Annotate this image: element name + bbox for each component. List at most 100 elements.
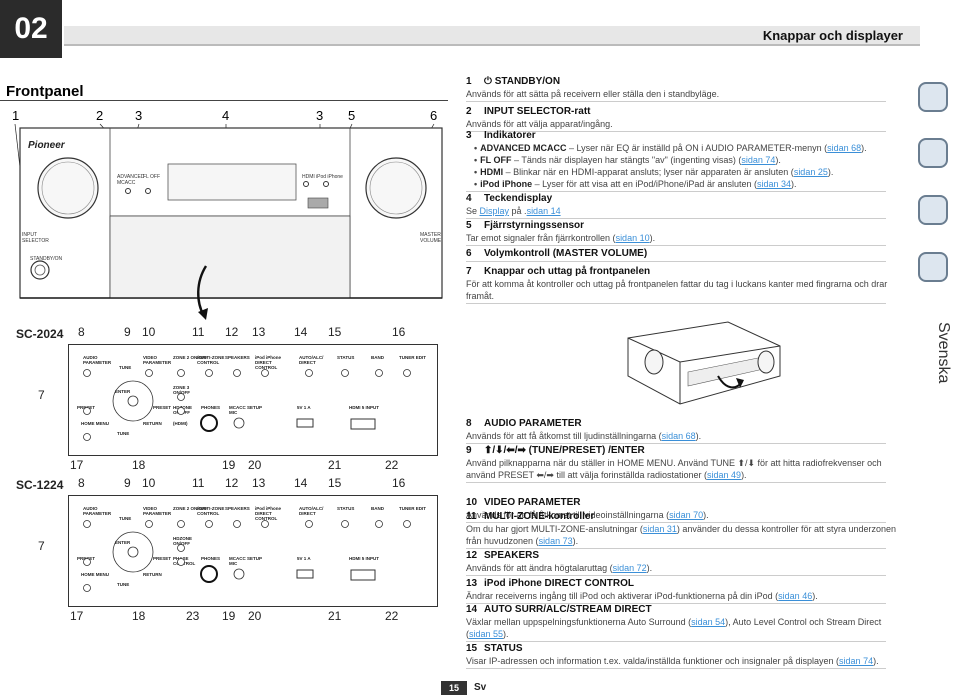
item-number: 8 (466, 418, 472, 429)
text-part: Växlar mellan uppspelningsfunktionerna A… (466, 617, 692, 627)
text-part: ). (827, 167, 834, 177)
panel-callout-bottom: 22 (385, 609, 399, 623)
panel-label: ENTER (115, 540, 131, 545)
panel-callout-bottom: 19 (222, 458, 236, 472)
callout-3b: 3 (316, 108, 324, 123)
panel-label: (HDMI) (173, 421, 188, 426)
page-link[interactable]: sidan 10 (615, 233, 650, 243)
header-rule (64, 44, 920, 46)
item-rule (466, 522, 886, 523)
panel-button (83, 433, 91, 441)
panel-button (375, 369, 383, 377)
item-rule (466, 303, 886, 304)
page-link[interactable]: sidan 73 (538, 536, 573, 546)
page-language: Sv (474, 682, 487, 693)
page-link[interactable]: sidan 68 (661, 431, 696, 441)
panel-callout-bottom: 18 (132, 609, 146, 623)
model-label: SC-1224 (16, 478, 64, 492)
panel-callout-bottom: 22 (385, 458, 399, 472)
bullet-dot: • (474, 155, 478, 165)
callout-1: 1 (12, 108, 20, 123)
panel-callout: 15 (328, 476, 342, 490)
label-floff: FL OFF (143, 174, 161, 180)
item-title: ⬆/⬇/⬅/➡ (TUNE/PRESET) /ENTER (484, 445, 645, 456)
panel-button (145, 369, 153, 377)
callout-3: 3 (135, 108, 143, 123)
item-number: 15 (466, 643, 478, 654)
glossary-icon (918, 252, 948, 282)
page-link[interactable]: sidan 70 (669, 510, 704, 520)
panel-callout: 14 (294, 476, 308, 490)
page-link[interactable]: Display (479, 206, 510, 216)
panel-callout: 16 (392, 476, 406, 490)
item-rule (466, 668, 886, 669)
item-rule (466, 548, 886, 549)
panel-label: MCACC SETUP MIC (229, 405, 262, 415)
usb-port (296, 569, 314, 579)
panel-label: PRESET (153, 556, 172, 561)
page-link[interactable]: sidan 34 (756, 179, 791, 189)
panel-button (403, 520, 411, 528)
label-master-volume: MASTER VOLUME (420, 232, 442, 244)
item-text: För att komma åt kontroller och uttag på… (466, 278, 906, 302)
panel-button (403, 369, 411, 377)
item-heading: 9⬆/⬇/⬅/➡ (TUNE/PRESET) /ENTER (466, 445, 906, 457)
panel-button (205, 369, 213, 377)
panel-button (83, 407, 91, 415)
page-link[interactable]: sidan 54 (691, 617, 726, 627)
text-part: – Blinkar när en HDMI-apparat ansluts; l… (503, 167, 794, 177)
panel-button (341, 520, 349, 528)
item-number: 11 (466, 511, 477, 522)
page-link[interactable]: sidan 31 (642, 524, 677, 534)
panel-button (177, 520, 185, 528)
text-part: – Lyser för att visa att en iPod/iPhone/… (532, 179, 757, 189)
text-part: – Lyser när EQ är inställd på ON i AUDIO… (566, 143, 828, 153)
front-panel-diagram: 1 2 3 4 3 5 6 Pioneer ADVANCE (0, 104, 448, 314)
item-title: AUTO SURR/ALC/STREAM DIRECT (484, 604, 652, 615)
bullet-term: HDMI (480, 167, 504, 177)
panel-button (233, 568, 245, 580)
panel-button (177, 558, 185, 566)
panel-callout: 8 (78, 476, 85, 490)
callout-4: 4 (222, 108, 230, 123)
page-link[interactable]: sidan 46 (778, 591, 813, 601)
panel-callout-bottom: 17 (70, 609, 84, 623)
item-rule (466, 131, 886, 132)
item-text: Används för att få åtkomst till videoins… (466, 509, 906, 521)
page-title: Knappar och displayer (762, 28, 903, 43)
panel-callout: 14 (294, 325, 308, 339)
page-link[interactable]: sidan 74 (741, 155, 776, 165)
panel-label: RETURN (143, 572, 162, 577)
front-panel-drawing (14, 123, 443, 299)
panel-label: PHONES (201, 405, 221, 410)
page-link[interactable]: sidan 68 (827, 143, 862, 153)
page-link[interactable]: sidan 72 (612, 563, 647, 573)
page-link[interactable]: sidan 14 (526, 206, 561, 216)
page-link[interactable]: sidan 25 (793, 167, 828, 177)
item-text: Används för att få åtkomst till ljudinst… (466, 430, 906, 442)
page-link[interactable]: sidan 74 (839, 656, 874, 666)
item-number: 1 (466, 76, 472, 87)
panel-label: ZONE 2 ON/OFF (173, 355, 208, 360)
panel-callout: 12 (225, 476, 239, 490)
section-title: Frontpanel (6, 83, 84, 100)
panel-label: HDMI 5 INPUT (349, 405, 380, 410)
panel-button (233, 520, 241, 528)
page-link[interactable]: sidan 49 (707, 470, 742, 480)
chapter-number: 02 (14, 12, 48, 45)
text-part: Använd pilknapparna när du ställer in HO… (466, 458, 882, 480)
panel-button (83, 369, 91, 377)
page-link[interactable]: sidan 55 (469, 629, 504, 639)
panel-label: TUNE (119, 365, 132, 370)
item-title: Knappar och uttag på frontpanelen (484, 266, 651, 277)
panel-callout-bottom: 18 (132, 458, 146, 472)
panel-button (177, 393, 185, 401)
